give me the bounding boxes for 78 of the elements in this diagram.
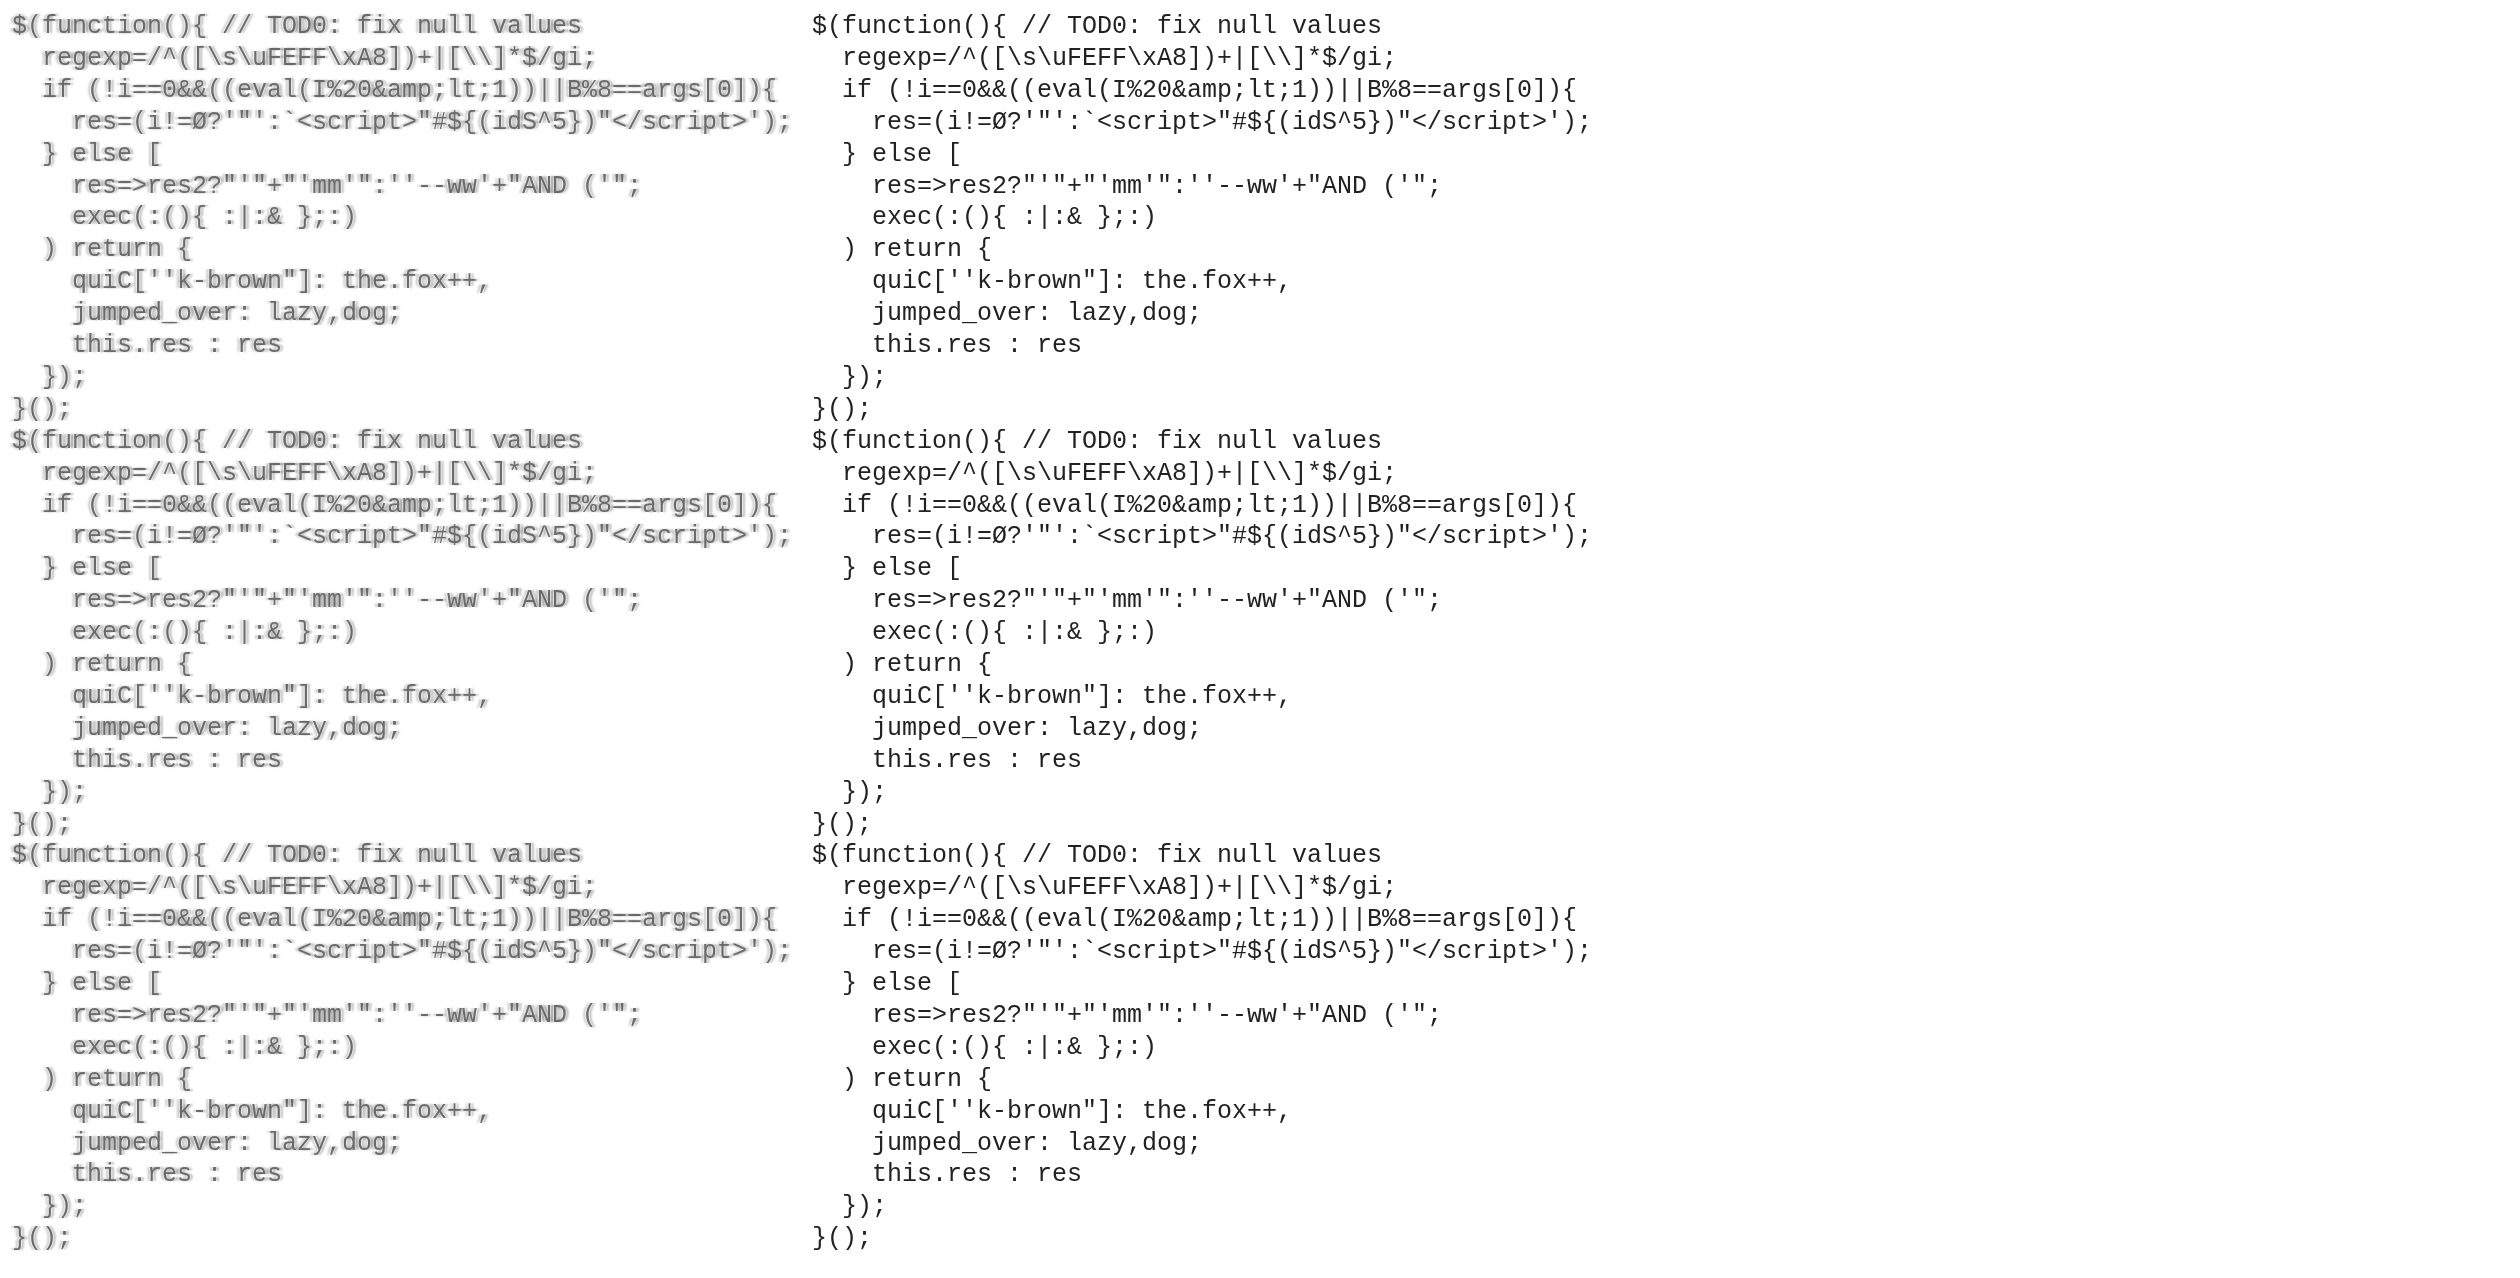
code-line: if (!i==0&&((eval(I%20&amp;lt;1))||B%8==args[0]){ — [842, 75, 1578, 106]
code-line: }); — [842, 362, 887, 393]
code-line: $(function(){ // TOD0: fix null values — [812, 426, 1383, 457]
code-line: res=>res2?"'"+"'mm'":''--ww'+"AND ('"; — [872, 171, 1443, 202]
code-line: ) return { — [842, 1064, 993, 1095]
code-line: jumped_over: lazy,dog; — [72, 299, 403, 330]
code-line: regexp=/^([\s\uFEFF\xA8])+|[\\]*$/gi; — [842, 873, 1398, 904]
code-line: quiC[''k-brown"]: the.fox++, — [872, 267, 1293, 298]
code-line: res=>res2?"'"+"'mm'":''--ww'+"AND ('"; — [72, 586, 643, 617]
code-line: quiC[''k-brown"]: the.fox++, — [872, 1096, 1293, 1127]
code-line: ) return { — [42, 650, 193, 680]
code-line: res=(i!=Ø?'"':`<script>"#${(idS^5})"</script>'); — [872, 522, 1593, 553]
code-line: }(); — [812, 809, 872, 840]
code-line: }(); — [812, 1224, 872, 1255]
code-line: } else [ — [42, 554, 163, 585]
code-line: if (!i==0&&((eval(I%20&amp;lt;1))||B%8==args[0]){ — [42, 905, 778, 936]
code-line: res=(i!=Ø?'"':`<script>"#${(idS^5})"</script>'); — [72, 107, 793, 138]
code-line: ) return { — [42, 1064, 193, 1095]
code-line: if (!i==0&&((eval(I%20&amp;lt;1))||B%8==args[0]){ — [42, 490, 778, 521]
code-line: exec(:(){ :|:& };:) — [872, 618, 1158, 649]
code-line: } else [ — [42, 969, 163, 999]
code-line: quiC[''k-brown"]: the.fox++, — [72, 681, 493, 712]
code-line: }(); — [12, 809, 72, 840]
code-line: $(function(){ // TOD0: fix null values — [12, 426, 583, 457]
code-line: regexp=/^([\s\uFEFF\xA8])+|[\\]*$/gi; — [842, 43, 1398, 74]
code-line: $(function(){ // TOD0: fix null values — [812, 12, 1383, 42]
code-line: res=(i!=Ø?'"':`<script>"#${(idS^5})"</script>'); — [72, 937, 793, 968]
code-line: } else [ — [842, 969, 963, 999]
code-line: ) return { — [842, 235, 993, 266]
code-line: quiC[''k-brown"]: the.fox++, — [72, 1096, 493, 1127]
code-line: res=>res2?"'"+"'mm'":''--ww'+"AND ('"; — [872, 586, 1443, 617]
code-line: }); — [42, 777, 87, 808]
code-line: quiC[''k-brown"]: the.fox++, — [872, 681, 1293, 712]
code-line: } else [ — [842, 554, 963, 585]
code-line: } else [ — [842, 139, 963, 170]
code-line: this.res : res — [72, 331, 283, 361]
code-line: ) return { — [42, 235, 193, 266]
code-line: ) return { — [842, 650, 993, 680]
code-line: this.res : res — [72, 745, 283, 776]
code-line: regexp=/^([\s\uFEFF\xA8])+|[\\]*$/gi; — [842, 458, 1398, 489]
code-line: }); — [842, 777, 887, 808]
code-line: if (!i==0&&((eval(I%20&amp;lt;1))||B%8==args[0]){ — [842, 905, 1578, 936]
code-line: jumped_over: lazy,dog; — [872, 299, 1203, 330]
code-line: if (!i==0&&((eval(I%20&amp;lt;1))||B%8==args[0]){ — [42, 75, 778, 106]
code-line: this.res : res — [72, 1160, 283, 1191]
code-line: exec(:(){ :|:& };:) — [72, 203, 358, 234]
code-line: $(function(){ // TOD0: fix null values — [812, 841, 1383, 872]
code-line: }); — [42, 1192, 87, 1223]
code-line: res=(i!=Ø?'"':`<script>"#${(idS^5})"</script>'); — [872, 937, 1593, 968]
code-line: }(); — [12, 394, 72, 425]
code-line: this.res : res — [872, 745, 1083, 776]
code-line: this.res : res — [872, 1160, 1083, 1191]
code-line: regexp=/^([\s\uFEFF\xA8])+|[\\]*$/gi; — [42, 873, 598, 904]
code-line: regexp=/^([\s\uFEFF\xA8])+|[\\]*$/gi; — [42, 458, 598, 489]
code-line: if (!i==0&&((eval(I%20&amp;lt;1))||B%8==args[0]){ — [842, 490, 1578, 521]
code-line: exec(:(){ :|:& };:) — [872, 1032, 1158, 1063]
code-line: }(); — [812, 394, 872, 425]
code-line: exec(:(){ :|:& };:) — [872, 203, 1158, 234]
code-line: }(); — [12, 1224, 72, 1255]
code-line: jumped_over: lazy,dog; — [72, 713, 403, 744]
code-line: $(function(){ // TOD0: fix null values — [12, 12, 583, 42]
code-line: regexp=/^([\s\uFEFF\xA8])+|[\\]*$/gi; — [42, 43, 598, 74]
code-line: this.res : res — [872, 331, 1083, 361]
code-line: } else [ — [42, 139, 163, 170]
code-line: res=(i!=Ø?'"':`<script>"#${(idS^5})"</script>'); — [872, 107, 1593, 138]
code-line: res=>res2?"'"+"'mm'":''--ww'+"AND ('"; — [872, 1000, 1443, 1031]
code-line: $(function(){ // TOD0: fix null values — [12, 841, 583, 872]
code-line: jumped_over: lazy,dog; — [872, 713, 1203, 744]
code-line: }); — [842, 1192, 887, 1223]
code-line: exec(:(){ :|:& };:) — [72, 1032, 358, 1063]
code-line: jumped_over: lazy,dog; — [72, 1128, 403, 1159]
code-line: quiC[''k-brown"]: the.fox++, — [72, 267, 493, 298]
code-line: exec(:(){ :|:& };:) — [72, 618, 358, 649]
code-line: jumped_over: lazy,dog; — [872, 1128, 1203, 1159]
code-line: res=>res2?"'"+"'mm'":''--ww'+"AND ('"; — [72, 1000, 643, 1031]
code-line: res=(i!=Ø?'"':`<script>"#${(idS^5})"</script>'); — [72, 522, 793, 553]
code-line: }); — [42, 362, 87, 393]
code-line: res=>res2?"'"+"'mm'":''--ww'+"AND ('"; — [72, 171, 643, 202]
